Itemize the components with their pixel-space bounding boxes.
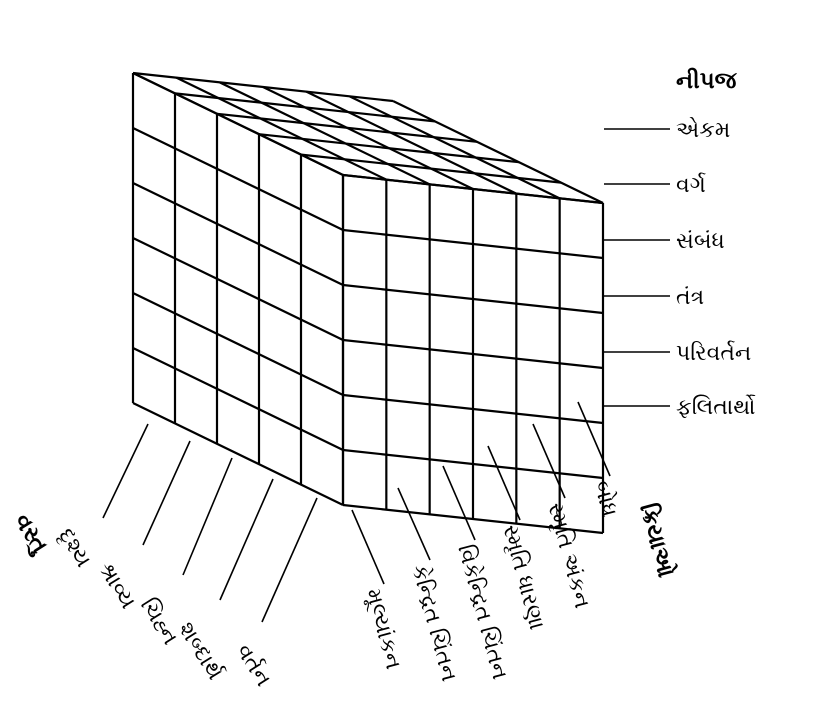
cube-grid-line bbox=[349, 95, 561, 200]
cube-grid-line bbox=[132, 292, 344, 396]
cube-grid-line bbox=[342, 448, 604, 480]
cube-grid-line bbox=[392, 100, 604, 204]
product-transformation-label: પરિવર્તન bbox=[676, 341, 751, 366]
cube-grid-line bbox=[342, 338, 604, 370]
product-label-4: તંત્ર bbox=[604, 285, 704, 310]
cube-grid-line bbox=[132, 402, 344, 506]
cube-grid-line bbox=[342, 503, 604, 535]
operation-evaluation-label: મૂલ્યાંકન bbox=[360, 586, 405, 672]
cube-grid-line bbox=[132, 347, 344, 451]
product-class-label: વર્ગ bbox=[676, 173, 706, 198]
content-symbolic-label: ચિહ્ન bbox=[135, 594, 183, 649]
cube-grid-line bbox=[305, 90, 517, 195]
product-system-label: તંત્ર bbox=[676, 285, 704, 310]
product-unit-label: એકમ bbox=[676, 117, 730, 143]
operation-divergent-label: વિકેન્દ્રિત ચિંતન bbox=[452, 542, 513, 682]
products-header: નીપજ bbox=[676, 67, 738, 94]
cube-grid-line bbox=[342, 228, 604, 260]
cube-grid bbox=[131, 71, 605, 535]
cube-grid-line bbox=[132, 237, 344, 341]
product-label-3: સંબંધ bbox=[604, 229, 725, 254]
cube-grid-line bbox=[342, 393, 604, 425]
operation-convergent-label: કેન્દ્રિત ચિંતન bbox=[406, 562, 462, 684]
products-axis: નીપજ એકમ વર્ગ સંબંધ તંત્ર પરિવર્તન ફલિતા… bbox=[604, 67, 756, 420]
cube-grid-line bbox=[132, 127, 344, 231]
content-behavioral-label: વર્તન bbox=[231, 640, 276, 691]
operation-cognition-label: બોધ bbox=[588, 478, 623, 520]
operations-header: ક્રિયાઓ bbox=[634, 500, 681, 580]
content-semantic-label: શબ્દાર્થ bbox=[173, 618, 228, 685]
product-label-6: ફલિતાર્થો bbox=[604, 394, 756, 420]
product-label-1: એકમ bbox=[604, 117, 730, 143]
cube-grid-line bbox=[175, 76, 387, 181]
cube-grid-line bbox=[219, 81, 431, 186]
product-label-5: પરિવર્તન bbox=[604, 341, 751, 366]
cube-grid-line bbox=[342, 283, 604, 315]
product-label-2: વર્ગ bbox=[604, 173, 706, 198]
cube-grid-line bbox=[132, 182, 344, 286]
contents-axis: વસ્તુ દૃશ્ય શ્રાવ્ય ચિહ્ન શબ્દાર્થ વર્તન bbox=[9, 423, 318, 691]
operation-memory-recording-label: સ્મૃતિ અંકન bbox=[542, 500, 594, 611]
product-implication-label: ફલિતાર્થો bbox=[676, 394, 756, 420]
cube-grid-line bbox=[342, 173, 604, 205]
cube-grid-line bbox=[132, 72, 344, 176]
content-visual-label: દૃશ્ય bbox=[53, 524, 96, 572]
product-relation-label: સંબંધ bbox=[676, 229, 725, 254]
content-auditory-label: શ્રાવ્ય bbox=[93, 558, 141, 613]
operation-memory-retention-label: સ્મૃતિ ધારણા bbox=[497, 522, 549, 632]
cube-grid-line bbox=[262, 86, 474, 190]
contents-header: વસ્તુ bbox=[9, 509, 54, 559]
